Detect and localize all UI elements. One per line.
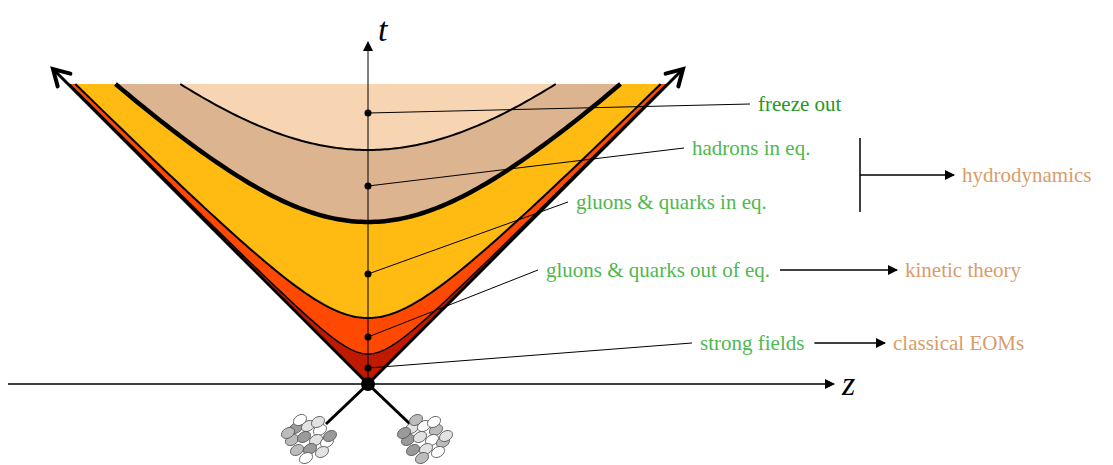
- leader-dot: [365, 110, 372, 117]
- leader-line: [368, 343, 692, 368]
- leader-dot: [365, 271, 372, 278]
- leader-line: [368, 270, 538, 337]
- nucleon: [321, 428, 338, 444]
- axes: [8, 42, 834, 384]
- nucleon: [407, 412, 424, 428]
- stage-label: gluons & quarks out of eq.: [546, 258, 770, 282]
- nucleon: [291, 412, 308, 428]
- nucleon: [429, 444, 446, 460]
- light-cone-line: [368, 69, 683, 384]
- stage-label: strong fields: [700, 331, 804, 355]
- axis-label: t: [378, 10, 387, 49]
- incoming-track: [368, 384, 410, 424]
- nucleon: [309, 414, 326, 430]
- nucleon: [279, 425, 296, 441]
- light-cone-arrowhead: [53, 69, 70, 86]
- leader-line: [368, 202, 568, 274]
- stage-label: hadrons in eq.: [692, 136, 810, 160]
- nucleon: [437, 428, 454, 444]
- description-arrows: [780, 138, 954, 343]
- leader-line: [368, 148, 684, 186]
- leader-line: [368, 104, 750, 113]
- axis-label: z: [842, 364, 855, 403]
- method-label: hydrodynamics: [962, 163, 1091, 187]
- pointer-arrow: [780, 269, 897, 271]
- nucleon: [297, 450, 314, 465]
- pointer-arrow: [814, 342, 885, 344]
- collision-point: [361, 377, 375, 391]
- z-axis: [8, 383, 834, 385]
- nucleon: [313, 444, 330, 460]
- leader-dot: [365, 183, 372, 190]
- nucleon: [413, 450, 430, 465]
- leader-dot: [365, 365, 372, 372]
- t-axis: [368, 42, 369, 384]
- leader-dot: [365, 334, 372, 341]
- nucleon: [395, 425, 412, 441]
- pointer-arrow: [860, 174, 954, 176]
- method-label: kinetic theory: [905, 258, 1021, 282]
- stage-label: gluons & quarks in eq.: [576, 190, 767, 214]
- stage-label: freeze out: [758, 92, 841, 116]
- nuclei: [279, 377, 454, 465]
- nucleon: [425, 414, 442, 430]
- light-cone-line: [53, 69, 368, 384]
- incoming-track: [326, 384, 368, 424]
- method-label: classical EOMs: [893, 331, 1024, 355]
- light-cone-arrowhead: [666, 69, 683, 86]
